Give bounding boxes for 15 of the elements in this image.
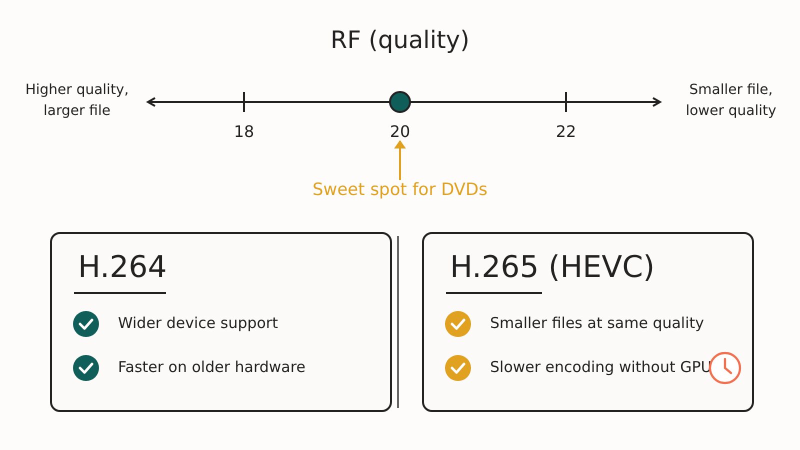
tick-label: 20 bbox=[384, 122, 416, 141]
arrow bbox=[394, 140, 406, 180]
axis-end-label: Higher quality, larger file bbox=[24, 81, 130, 121]
callout-text: Sweet spot for DVDs bbox=[300, 180, 500, 200]
card-heading: H.265 (HEVC) bbox=[450, 250, 655, 285]
list-item: Wider device support bbox=[118, 314, 278, 332]
tick-label: 22 bbox=[554, 122, 578, 141]
title: RF (quality) bbox=[330, 26, 470, 54]
info-card bbox=[50, 232, 392, 412]
tick-label: 18 bbox=[232, 122, 256, 141]
list-item: Faster on older hardware bbox=[118, 358, 306, 376]
axis-end-label: Smaller file, lower quality bbox=[684, 81, 778, 121]
list-item: Smaller files at same quality bbox=[490, 314, 704, 332]
card-heading: H.264 bbox=[78, 250, 167, 285]
info-card bbox=[422, 232, 754, 412]
